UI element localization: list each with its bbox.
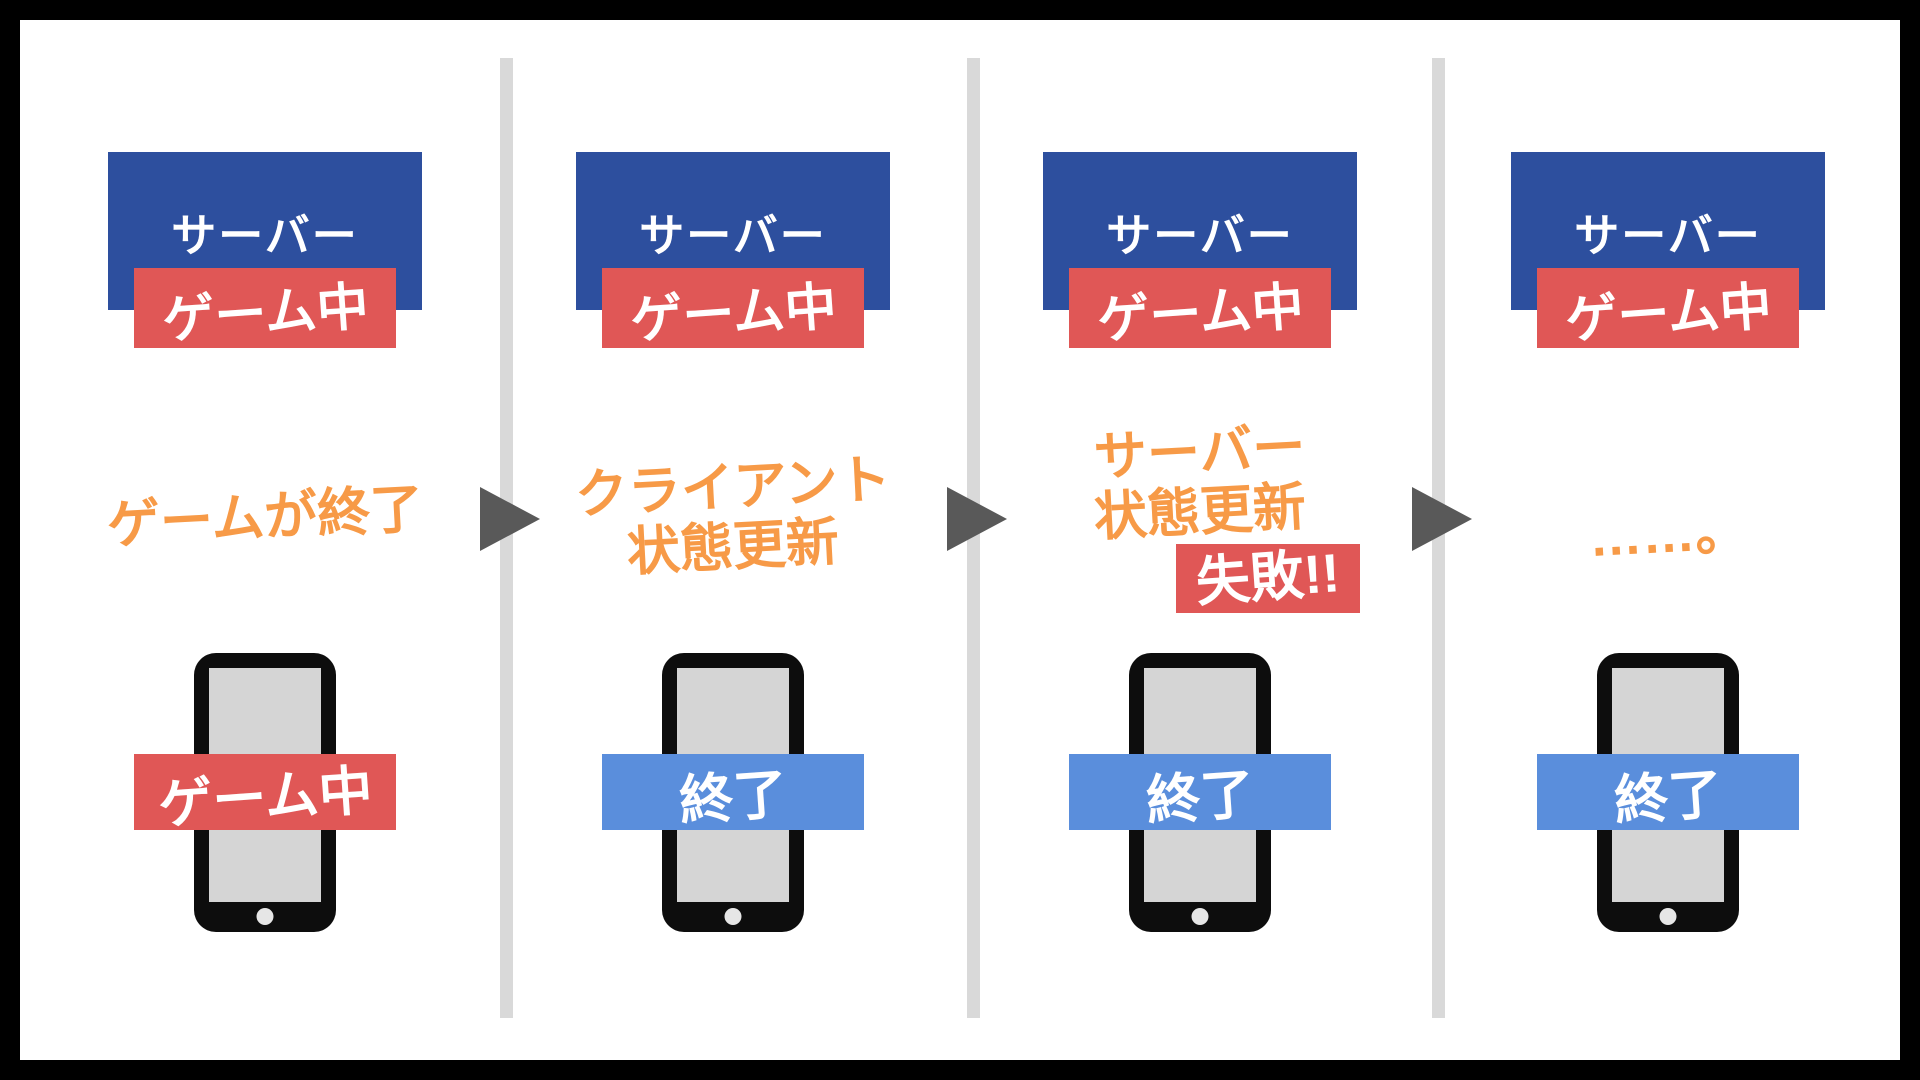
server-status-label: ゲーム中 <box>628 277 839 350</box>
panel-step-3: サーバー ゲーム中 サーバー 状態更新 失敗!! 終了 <box>965 20 1435 1060</box>
phone-home-button-icon <box>1191 908 1209 925</box>
client-status-badge: 終了 <box>602 754 864 831</box>
panel-step-4: サーバー ゲーム中 ……。 終了 <box>1433 20 1900 1060</box>
fail-badge-label: 失敗!! <box>1194 542 1342 613</box>
client-status-label: 終了 <box>1612 763 1725 832</box>
client-status-label: ゲーム中 <box>156 760 375 835</box>
server-label: サーバー <box>1106 209 1294 261</box>
server-status-label: ゲーム中 <box>1095 277 1306 350</box>
transition-line: 状態更新 <box>1092 477 1308 548</box>
server-status-label: ゲーム中 <box>1563 277 1774 350</box>
transition-line: 状態更新 <box>625 512 841 583</box>
transition-line: ゲームが終了 <box>105 479 425 556</box>
client-status-label: 終了 <box>677 763 790 832</box>
server-status-badge: ゲーム中 <box>602 268 864 350</box>
panel-step-2: サーバー ゲーム中 クライアント 状態更新 終了 <box>498 20 968 1060</box>
transition-text: ……。 <box>1433 423 1900 613</box>
phone-home-button-icon <box>1659 908 1677 925</box>
arrow-right-icon <box>947 487 1007 551</box>
client-status-badge: 終了 <box>1537 754 1799 831</box>
panel-step-1: サーバー ゲーム中 ゲームが終了 ゲーム中 <box>30 20 500 1060</box>
transition-text: ゲームが終了 <box>30 423 500 613</box>
transition-text: サーバー 状態更新 失敗!! <box>965 418 1435 613</box>
server-label: サーバー <box>171 209 359 261</box>
server-status-badge: ゲーム中 <box>1069 268 1331 350</box>
phone-home-button-icon <box>724 908 742 925</box>
client-status-label: 終了 <box>1144 763 1257 832</box>
arrow-right-icon <box>480 487 540 551</box>
diagram-canvas: サーバー ゲーム中 ゲームが終了 ゲーム中 サーバー ゲーム中 クライアント 状… <box>20 20 1900 1060</box>
transition-line: クライアント <box>573 449 893 525</box>
server-label: サーバー <box>639 209 827 261</box>
arrow-right-icon <box>1412 487 1472 551</box>
phone-home-button-icon <box>256 908 274 925</box>
server-status-label: ゲーム中 <box>160 277 371 350</box>
server-label: サーバー <box>1574 209 1762 261</box>
fail-badge: 失敗!! <box>1176 542 1360 613</box>
transition-text: クライアント 状態更新 <box>498 423 968 613</box>
client-status-badge: ゲーム中 <box>134 754 396 835</box>
client-status-badge: 終了 <box>1069 754 1331 831</box>
transition-line: ……。 <box>1587 500 1749 568</box>
server-status-badge: ゲーム中 <box>134 268 396 350</box>
server-status-badge: ゲーム中 <box>1537 268 1799 350</box>
